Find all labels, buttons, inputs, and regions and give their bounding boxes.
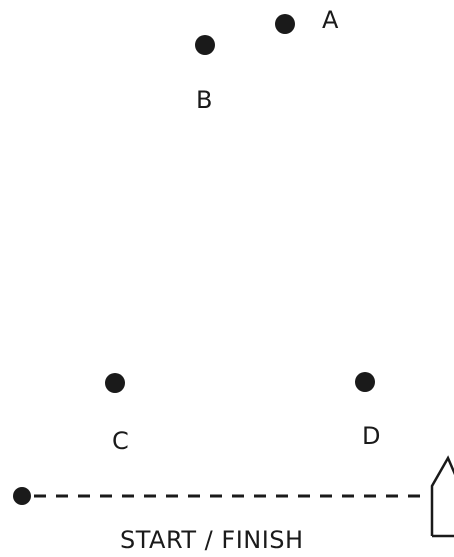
point-d-label: D <box>362 422 380 450</box>
start-finish-dot <box>13 487 31 505</box>
point-b-label: B <box>196 86 212 114</box>
point-c-label: C <box>112 427 129 455</box>
start-finish-label: START / FINISH <box>120 526 304 554</box>
point-c-dot <box>105 373 125 393</box>
point-a-label: A <box>322 6 339 34</box>
house-icon <box>430 455 454 536</box>
point-d-dot <box>355 372 375 392</box>
point-b-dot <box>195 35 215 55</box>
point-a-dot <box>275 14 295 34</box>
